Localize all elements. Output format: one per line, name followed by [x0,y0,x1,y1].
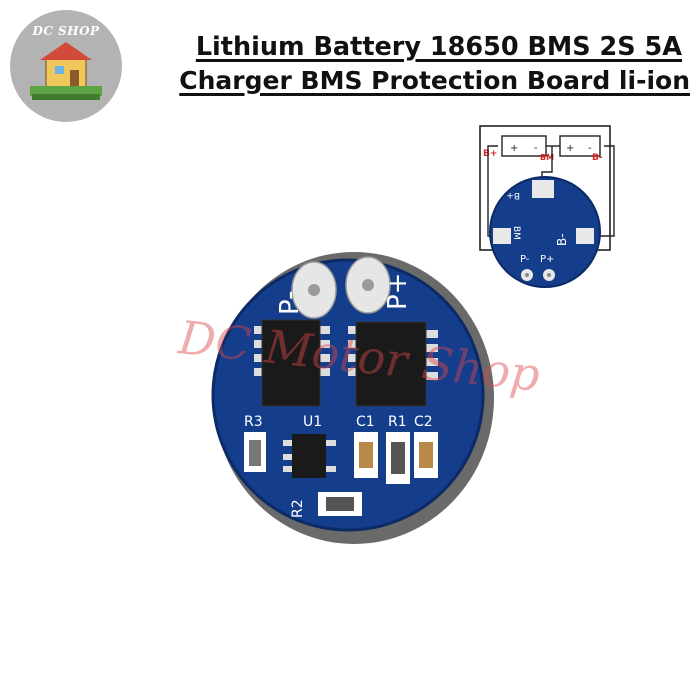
chip-u1 [283,434,336,478]
main-pcb: P- P+ R3 U1 C1 R1 C2 R2 [211,252,494,544]
label-c1: C1 [356,414,375,430]
title-line-1: Lithium Battery 18650 BMS 2S 5A [195,32,682,62]
diagram-pad-bm [532,180,554,198]
mosfet-chip-left [254,319,330,407]
cell-1-plus: + [510,143,518,154]
diagram-bm: BM [540,153,554,162]
label-c2: C2 [414,414,433,430]
label-u1: U1 [303,414,322,430]
product-title: Lithium Battery 18650 BMS 2S 5A Charger … [128,30,690,98]
wiring-diagram: + - + - B+ BM B- BM B- B+ P- P+ [479,125,615,288]
label-p-plus: P+ [383,273,413,310]
house-icon [30,42,102,100]
label-r2: R2 [290,499,306,518]
mosfet-chip-right [348,321,438,407]
pcb-body [211,258,485,532]
diagram-board-bplus: B+ [506,190,520,200]
cell-2-minus: - [588,143,592,154]
diagram-board-pplus: P+ [540,254,554,265]
diagram-board-pminus: P- [520,254,530,265]
cell-1-minus: - [534,143,538,154]
diagram-pad-bminus [576,228,594,244]
label-r1: R1 [388,414,407,430]
pad-p-minus [291,261,337,319]
shop-logo: DC SHOP [10,10,122,122]
diagram-board-bminus: B- [555,233,569,246]
diagram-board [489,176,601,288]
cell-2-plus: + [566,143,574,154]
logo-text: DC SHOP [32,24,100,38]
diagram-pad-bplus [493,228,511,244]
diagram-b-minus: B- [592,153,603,163]
pad-p-plus [345,256,391,314]
diagram-board-bm: BM [511,226,521,240]
title-line-2: Charger BMS Protection Board li-ion [179,66,690,95]
label-p-minus: P- [275,291,305,316]
label-r3: R3 [244,414,263,430]
diagram-b-plus: B+ [483,149,497,159]
